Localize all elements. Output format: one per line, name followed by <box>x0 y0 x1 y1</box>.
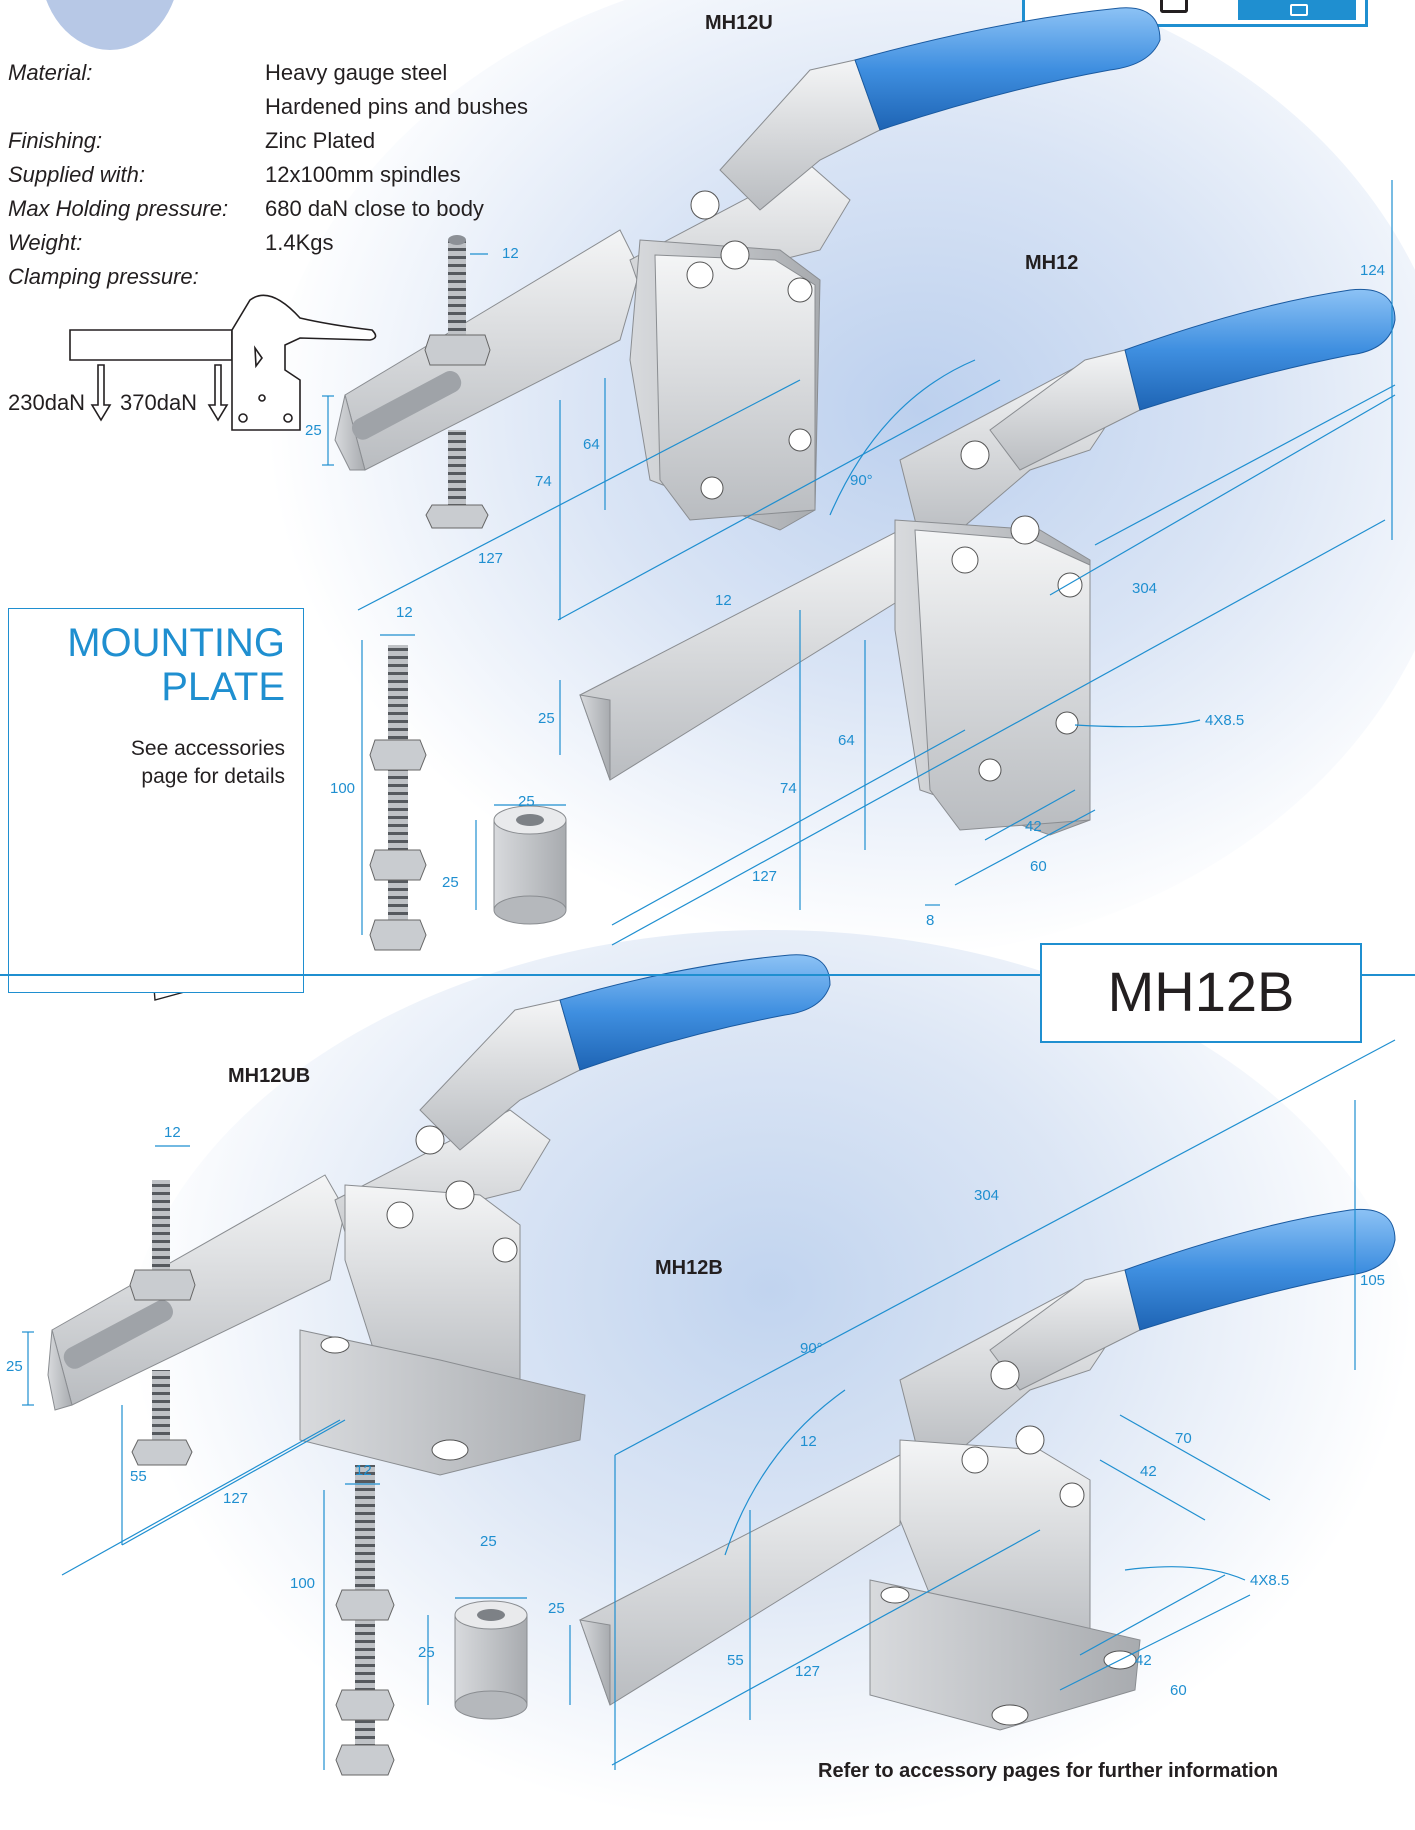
dim-top-len127b: 127 <box>752 868 778 885</box>
top-spindle-drawing <box>369 645 567 951</box>
dim-top-holes: 4X8.5 <box>1205 712 1245 729</box>
section-divider-right <box>1360 974 1415 976</box>
spec-value-finishing: Zinc Plated <box>265 128 376 153</box>
clamping-pressure-pictogram <box>69 294 377 431</box>
spec-label-supplied: Supplied with: <box>8 162 145 187</box>
dim-bot-spindle-dia: 12 <box>164 1124 181 1141</box>
section-title-box: MH12B <box>1040 943 1362 1043</box>
spec-value-material-2: Hardened pins and bushes <box>265 94 528 119</box>
model-label-mh12u: MH12U <box>705 12 773 34</box>
model-label-mh12: MH12 <box>1025 252 1079 274</box>
dim-bot-w60: 60 <box>1170 1682 1187 1699</box>
dimension-lines-top <box>322 180 1396 946</box>
section-divider <box>0 974 1040 976</box>
mounting-title-line2: PLATE <box>161 665 285 709</box>
dim-top-spindle-dia: 12 <box>502 245 519 262</box>
force-outer: 370daN <box>120 390 198 415</box>
dim-bot-h55b: 55 <box>727 1652 744 1669</box>
dimension-lines-bottom <box>22 1039 1396 1770</box>
dim-bot-w70: 70 <box>1175 1430 1192 1447</box>
dim-top-angle: 90° <box>850 472 873 489</box>
dim-top-total-h: 124 <box>1360 262 1386 279</box>
dim-top-w60: 60 <box>1030 858 1047 875</box>
dim-bot-len127b: 127 <box>795 1663 821 1680</box>
dim-top-bar-w: 12 <box>715 592 732 609</box>
spec-value-weight: 1.4Kgs <box>265 230 334 255</box>
section-title: MH12B <box>1107 960 1295 1023</box>
dim-top-spacer-h: 25 <box>442 874 459 891</box>
dim-top-w42: 42 <box>1025 818 1042 835</box>
corner-tab-active[interactable] <box>1238 0 1356 20</box>
dim-bot-total-h: 105 <box>1360 1272 1386 1289</box>
dim-bot-bar-w: 12 <box>800 1433 817 1450</box>
mounting-title-line1: MOUNTING <box>67 621 285 665</box>
mounting-plate-panel[interactable]: MOUNTING PLATE See accessories page for … <box>8 608 304 993</box>
model-label-mh12ub: MH12UB <box>228 1065 311 1087</box>
spec-value-holding: 680 daN close to body <box>265 196 484 221</box>
dim-bot-w42b: 42 <box>1135 1652 1152 1669</box>
dim-bot-spacer-w: 25 <box>480 1533 497 1550</box>
dim-top-t8: 8 <box>926 912 935 929</box>
bottom-spindle-drawing <box>335 1465 528 1776</box>
spec-label-weight: Weight: <box>8 230 83 255</box>
footer-note: Refer to accessory pages for further inf… <box>818 1760 1279 1782</box>
dim-top-len127: 127 <box>478 550 504 567</box>
dim-bot-len127: 127 <box>223 1490 249 1507</box>
dim-top-bar-h: 25 <box>538 710 555 727</box>
dim-bot-spindle-dia2: 12 <box>355 1462 372 1479</box>
spec-value-material: Heavy gauge steel <box>265 60 448 85</box>
dim-top-h64: 64 <box>583 436 600 453</box>
tray-icon <box>1160 0 1188 13</box>
dim-top-h74: 74 <box>535 473 552 490</box>
tray-icon-active <box>1290 4 1308 16</box>
dim-bot-w42a: 42 <box>1140 1463 1157 1480</box>
dim-bot-spindle-len: 100 <box>290 1575 316 1592</box>
dim-bot-h55: 55 <box>130 1468 147 1485</box>
mh12-drawing <box>579 288 1396 836</box>
mounting-desc-line1: See accessories <box>130 737 285 760</box>
model-label-mh12b: MH12B <box>655 1257 723 1279</box>
dim-top-h64b: 64 <box>838 732 855 749</box>
dim-top-h74b: 74 <box>780 780 797 797</box>
spec-label-material: Material: <box>8 60 93 85</box>
spec-value-supplied: 12x100mm spindles <box>265 162 461 187</box>
spec-label-clamping: Clamping pressure: <box>8 264 199 289</box>
dim-bot-angle: 90° <box>800 1340 823 1357</box>
force-inner: 230daN <box>8 390 86 415</box>
dim-bot-bar-h: 25 <box>548 1600 565 1617</box>
dim-bot-total-len: 304 <box>974 1187 1000 1204</box>
dim-top-arm-h: 25 <box>305 422 322 439</box>
spec-label-finishing: Finishing: <box>8 128 103 153</box>
dim-top-total-len: 304 <box>1132 580 1158 597</box>
mh12b-drawing <box>579 1208 1396 1731</box>
dim-bot-holes: 4X8.5 <box>1250 1572 1290 1589</box>
mh12ub-drawing <box>47 954 831 1476</box>
dim-top-spacer-w: 25 <box>518 793 535 810</box>
mounting-desc-line2: page for details <box>141 765 285 788</box>
dim-top-spindle-len: 100 <box>330 780 356 797</box>
mh12u-drawing <box>334 7 1161 531</box>
dim-bot-arm-h: 25 <box>6 1358 23 1375</box>
dim-top-spindle-dia2: 12 <box>396 604 413 621</box>
spec-label-holding: Max Holding pressure: <box>8 196 229 221</box>
dim-bot-spacer-h: 25 <box>418 1644 435 1661</box>
